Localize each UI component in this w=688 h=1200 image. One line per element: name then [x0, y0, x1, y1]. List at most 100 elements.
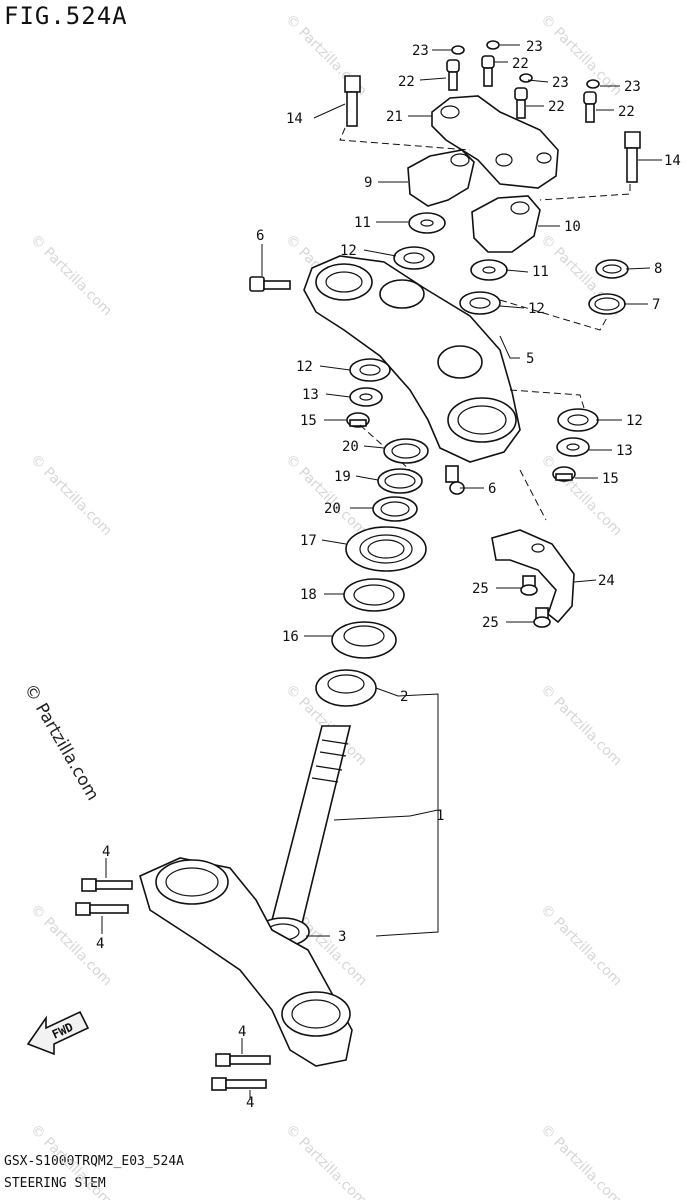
callout-22-b: 22 [512, 56, 529, 72]
washer-13-a [349, 387, 383, 407]
callout-12-b: 12 [528, 301, 545, 317]
callout-14-b: 14 [664, 153, 681, 169]
steering-stem-group [75, 725, 353, 1091]
callout-12-c: 12 [296, 359, 313, 375]
nut-15-b [552, 466, 576, 482]
model-code: GSX-S1000TRQM2_E03_524A [4, 1154, 185, 1169]
callout-6-a: 6 [256, 228, 264, 244]
watermark: © Partzilla.com [537, 682, 625, 770]
dust-seal-17 [345, 526, 427, 572]
leader-lines [101, 44, 662, 1100]
watermark: © Partzilla.com [537, 452, 625, 540]
callout-7: 7 [652, 297, 660, 313]
callout-12-d: 12 [626, 413, 643, 429]
callout-9: 9 [364, 175, 372, 191]
callout-12-a: 12 [340, 243, 357, 259]
callout-24: 24 [598, 573, 615, 589]
bearing-2 [315, 669, 377, 707]
figure-title: FIG.524A [4, 2, 128, 30]
watermark: © Partzilla.com [537, 1122, 625, 1200]
upper-bracket-group [249, 246, 629, 521]
bolt-25-a [520, 575, 538, 596]
bolt-22-c [514, 87, 528, 119]
callout-15-a: 15 [300, 413, 317, 429]
bolt-4-b [75, 902, 129, 916]
callout-5: 5 [526, 351, 534, 367]
callout-4-d: 4 [246, 1095, 254, 1111]
callout-22-a: 22 [398, 74, 415, 90]
callout-23-d: 23 [624, 79, 641, 95]
watermark: © Partzilla.com [27, 232, 115, 320]
nut-8 [595, 259, 629, 279]
callout-25-a: 25 [472, 581, 489, 597]
bearing-race-18 [343, 578, 405, 612]
washer-19 [377, 468, 423, 494]
washer-11-b [470, 259, 508, 281]
handlebar-holder-group [339, 40, 641, 281]
locknut-20-a [383, 438, 429, 464]
watermark: © Partzilla.com [27, 452, 115, 540]
fwd-arrow: FWD [26, 1010, 90, 1056]
washer-12-a [393, 246, 435, 270]
lower-holder-9 [407, 149, 475, 207]
washer-12-c [349, 358, 391, 382]
callout-4-c: 4 [238, 1024, 246, 1040]
bearing-16 [331, 621, 397, 659]
callout-20-a: 20 [342, 439, 359, 455]
callout-23-c: 23 [552, 75, 569, 91]
bolt-6-small [445, 465, 465, 495]
callout-18: 18 [300, 587, 317, 603]
bolt-14-right [624, 131, 641, 183]
watermark: © Partzilla.com [27, 1122, 115, 1200]
locknut-20-b [372, 496, 418, 522]
bolt-25-b [533, 607, 551, 628]
callout-labels: 23 23 22 22 23 23 22 22 21 14 14 9 11 10… [96, 39, 681, 1111]
callout-2: 2 [400, 689, 408, 705]
callout-16: 16 [282, 629, 299, 645]
bolt-4-d [211, 1077, 267, 1091]
bolt-4-a [81, 878, 133, 892]
callout-11-b: 11 [532, 264, 549, 280]
callout-6-b: 6 [488, 481, 496, 497]
washer-12-b [459, 291, 501, 315]
cap-23-b [486, 40, 500, 50]
watermark: © Partzilla.com [537, 902, 625, 990]
upper-holder-21 [431, 95, 559, 189]
cap-23-d [586, 79, 600, 89]
cap-23-c [519, 73, 533, 83]
callout-1: 1 [436, 808, 444, 824]
callout-13-a: 13 [302, 387, 319, 403]
bolt-4-c [215, 1053, 271, 1067]
callout-8: 8 [654, 261, 662, 277]
callout-10: 10 [564, 219, 581, 235]
washer-11-a [408, 212, 446, 234]
washer-13-b [556, 437, 590, 457]
diagram-caption: STEERING STEM [4, 1176, 106, 1191]
watermark: © Partzilla.com [282, 452, 370, 540]
callout-20-b: 20 [324, 501, 341, 517]
callout-4-a: 4 [102, 844, 110, 860]
lower-holder-10 [471, 195, 541, 253]
cable-guide-24 [491, 529, 575, 628]
bolt-14-left [344, 75, 361, 127]
callout-14-a: 14 [286, 111, 303, 127]
bolt-22-d [583, 91, 597, 123]
bolt-6-left [249, 276, 291, 292]
bolt-22-b [481, 55, 495, 87]
callout-15-b: 15 [602, 471, 619, 487]
callout-23-b: 23 [526, 39, 543, 55]
callout-11-a: 11 [354, 215, 371, 231]
callout-21: 21 [386, 109, 403, 125]
stem-shaft-1 [269, 725, 352, 933]
bolt-22-a [446, 59, 460, 91]
bearing-stack [315, 438, 429, 707]
nut-15-a [346, 412, 370, 428]
callout-22-c: 22 [548, 99, 565, 115]
callout-13-b: 13 [616, 443, 633, 459]
callout-22-d: 22 [618, 104, 635, 120]
callout-3: 3 [338, 929, 346, 945]
callout-19: 19 [334, 469, 351, 485]
callout-4-b: 4 [96, 936, 104, 952]
washer-12-d [557, 408, 599, 432]
